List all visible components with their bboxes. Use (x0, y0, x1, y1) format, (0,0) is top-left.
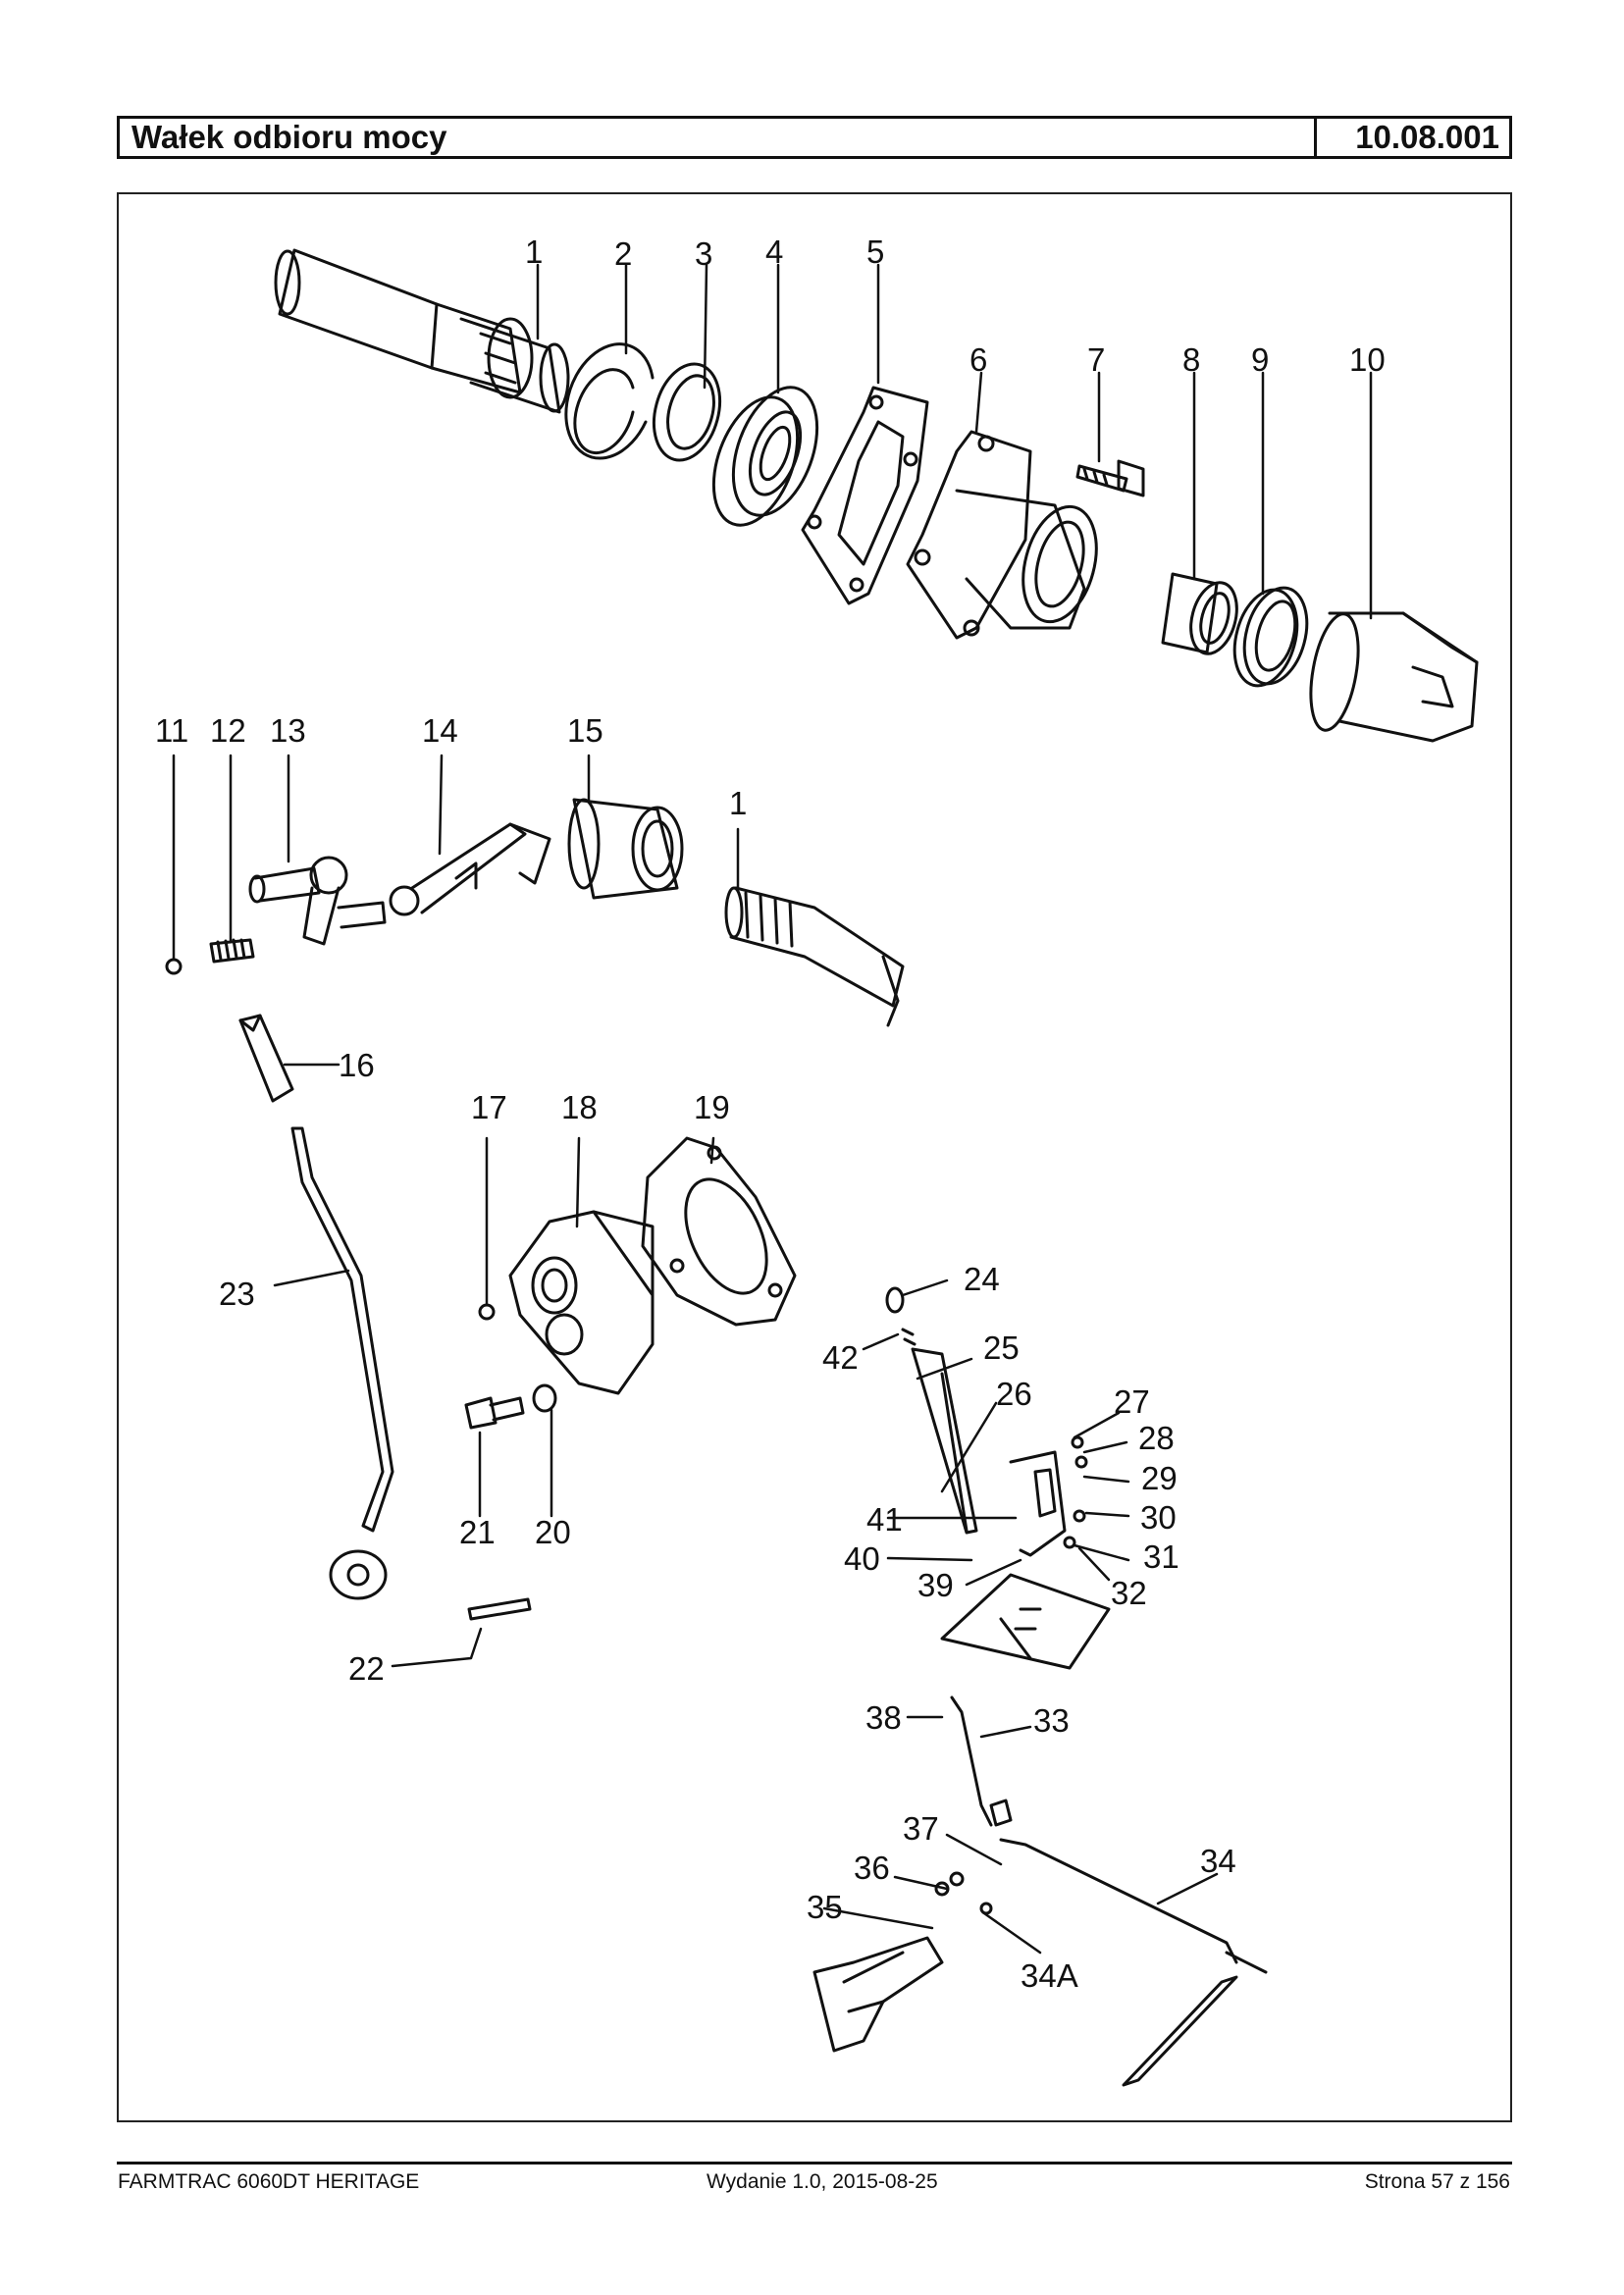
footer-divider (117, 2162, 1512, 2165)
lock-ring (532, 1383, 557, 1413)
detent-ball (165, 958, 183, 975)
plate-bolt (464, 1396, 525, 1430)
callout-28: 28 (1138, 1420, 1175, 1456)
callout-13: 13 (270, 712, 306, 749)
callout-23: 23 (219, 1276, 255, 1312)
callout-30: 30 (1140, 1499, 1177, 1536)
page-header: Wałek odbioru mocy 10.08.001 (117, 116, 1512, 159)
mounting-plate (508, 1210, 655, 1395)
retaining-ring (652, 362, 722, 462)
bushing (1161, 572, 1238, 655)
callout-40: 40 (844, 1540, 880, 1577)
section-code: 10.08.001 (1355, 119, 1499, 155)
bearing (711, 386, 819, 527)
footer-page: Strona 57 z 156 (1364, 2170, 1510, 2193)
callout-3: 3 (695, 235, 712, 272)
gasket (801, 386, 929, 605)
callout-36: 36 (854, 1850, 890, 1886)
detent-spring (209, 938, 255, 964)
callout-5: 5 (866, 234, 884, 270)
callout-39: 39 (917, 1567, 954, 1603)
callout-12: 12 (210, 712, 246, 749)
shift-shaft (248, 856, 387, 946)
bolt (1075, 459, 1145, 497)
protective-cap (1309, 611, 1479, 743)
callout-33: 33 (1033, 1702, 1070, 1739)
callout-27: 27 (1114, 1383, 1150, 1420)
shift-fork (389, 822, 551, 916)
callout-10: 10 (1349, 341, 1386, 378)
callout-15: 15 (567, 712, 603, 749)
shaft-lower (724, 886, 905, 1027)
callout-18: 18 (561, 1089, 598, 1125)
callout-38: 38 (865, 1699, 902, 1736)
callout-20: 20 (535, 1514, 571, 1550)
lever-knob (238, 1014, 294, 1103)
washer (478, 1303, 496, 1321)
callout-37: 37 (903, 1810, 939, 1847)
oil-seal (1232, 586, 1309, 688)
callout-32: 32 (1111, 1575, 1147, 1611)
callout-17: 17 (471, 1089, 507, 1125)
callout-41: 41 (866, 1501, 903, 1538)
callout-1: 1 (525, 234, 543, 270)
callout-29: 29 (1141, 1460, 1178, 1496)
pto-lever (290, 1126, 394, 1600)
callout-26: 26 (996, 1376, 1032, 1412)
flange-gasket (641, 1136, 797, 1327)
linkage-assembly (812, 1286, 1268, 2087)
callout-labels: 1 2 3 4 5 6 7 8 9 10 11 12 13 14 15 1 16… (155, 234, 1386, 1994)
callout-42: 42 (822, 1339, 859, 1376)
pin (467, 1597, 532, 1621)
callout-19: 19 (694, 1089, 730, 1125)
callout-2: 2 (614, 235, 632, 272)
footer-model: FARMTRAC 6060DT HERITAGE (118, 2170, 420, 2193)
callout-34: 34 (1200, 1843, 1236, 1879)
callout-11: 11 (155, 712, 188, 749)
callout-14: 14 (422, 712, 458, 749)
leader-lines (172, 263, 1373, 1955)
callout-21: 21 (459, 1514, 496, 1550)
callout-9: 9 (1251, 341, 1269, 378)
callout-34a: 34A (1021, 1957, 1078, 1994)
callout-8: 8 (1182, 341, 1200, 378)
callout-31: 31 (1143, 1539, 1179, 1575)
diagram-frame (117, 192, 1512, 2122)
shaft-part (274, 248, 570, 414)
callout-16: 16 (339, 1047, 375, 1083)
callout-22: 22 (348, 1650, 385, 1687)
pto-housing (906, 430, 1098, 640)
callout-4: 4 (765, 234, 783, 270)
snap-ring (564, 342, 655, 460)
callout-7: 7 (1087, 341, 1105, 378)
callout-24: 24 (964, 1261, 1000, 1297)
callout-35: 35 (807, 1889, 843, 1925)
callout-6: 6 (969, 341, 987, 378)
callout-1b: 1 (729, 785, 747, 821)
section-title: Wałek odbioru mocy (120, 119, 1317, 156)
spline-coupler (567, 798, 684, 900)
footer-edition: Wydanie 1.0, 2015-08-25 (707, 2170, 938, 2193)
callout-25: 25 (983, 1330, 1020, 1366)
